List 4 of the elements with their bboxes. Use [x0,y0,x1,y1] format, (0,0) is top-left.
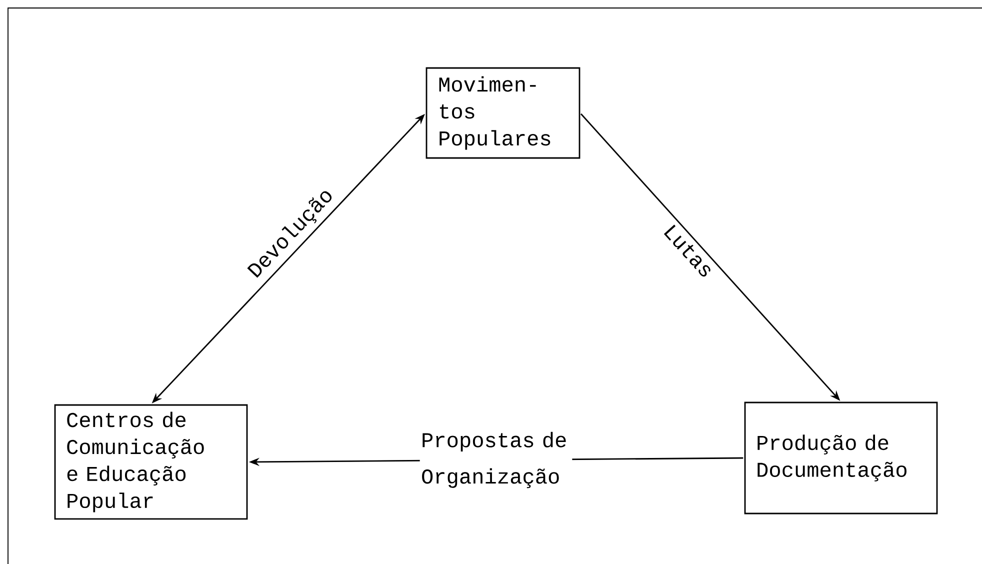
edge-label: Propostas de Organização [420,430,572,490]
process-box: Centros de Comunicação e Educação Popular [54,404,248,520]
process-box: Produção de Documentação [744,402,938,514]
process-box: Movimen- tos Populares [426,67,580,159]
